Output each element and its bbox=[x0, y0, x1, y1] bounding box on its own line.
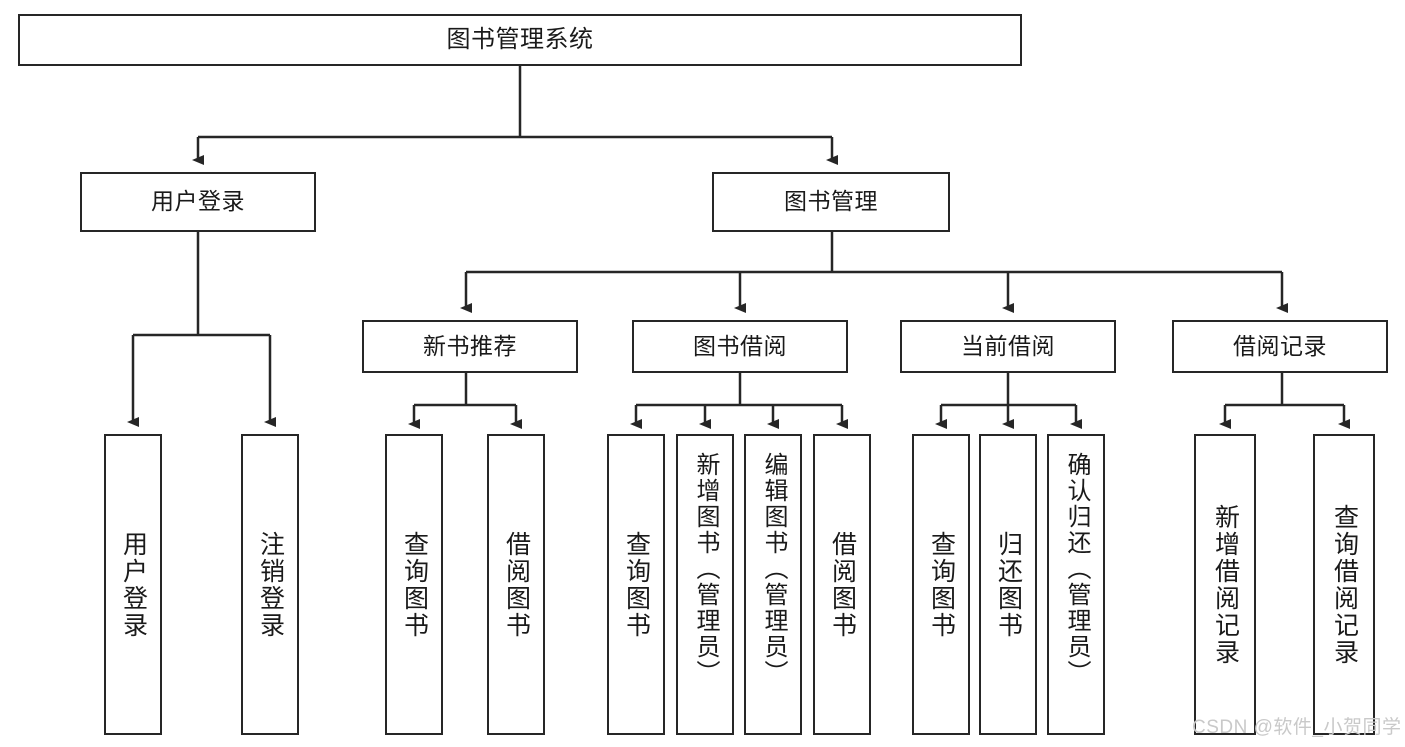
node-label: 查询图书 bbox=[927, 530, 956, 639]
node-label: 新书推荐 bbox=[423, 332, 517, 359]
node-current-borrowing[interactable]: 当前借阅 bbox=[900, 320, 1116, 373]
node-label: 借阅图书 bbox=[502, 530, 531, 639]
node-label: 查询借阅记录 bbox=[1330, 503, 1359, 666]
leaf-new-book-borrow-book[interactable]: 借阅图书 bbox=[487, 434, 545, 735]
node-label: 用户登录 bbox=[119, 530, 148, 639]
leaf-book-borrow-add-book-admin[interactable]: 新增图书（管理员） bbox=[676, 434, 734, 735]
node-label: 借阅图书 bbox=[828, 530, 857, 639]
leaf-current-borrow-confirm-return-admin[interactable]: 确认归还（管理员） bbox=[1047, 434, 1105, 735]
node-label: 确认归还（管理员） bbox=[1063, 452, 1090, 686]
node-label: 图书管理 bbox=[784, 188, 878, 215]
leaf-user-login-logout[interactable]: 注销登录 bbox=[241, 434, 299, 735]
node-label: 新增图书（管理员） bbox=[692, 452, 719, 686]
node-book-management[interactable]: 图书管理 bbox=[712, 172, 950, 232]
node-label: 图书管理系统 bbox=[446, 25, 594, 53]
node-label: 编辑图书（管理员） bbox=[760, 452, 787, 686]
node-label: 图书借阅 bbox=[693, 332, 787, 359]
leaf-book-borrow-edit-book-admin[interactable]: 编辑图书（管理员） bbox=[744, 434, 802, 735]
leaf-borrow-record-add-record[interactable]: 新增借阅记录 bbox=[1194, 434, 1256, 735]
node-borrowing-record[interactable]: 借阅记录 bbox=[1172, 320, 1388, 373]
leaf-book-borrow-borrow-book[interactable]: 借阅图书 bbox=[813, 434, 871, 735]
node-label: 用户登录 bbox=[151, 188, 245, 215]
node-label: 注销登录 bbox=[256, 530, 285, 639]
node-book-borrowing[interactable]: 图书借阅 bbox=[632, 320, 848, 373]
node-label: 查询图书 bbox=[622, 530, 651, 639]
node-label: 当前借阅 bbox=[961, 332, 1055, 359]
node-user-login[interactable]: 用户登录 bbox=[80, 172, 316, 232]
leaf-current-borrow-return-book[interactable]: 归还图书 bbox=[979, 434, 1037, 735]
csdn-watermark: CSDN @软件_小贺同学 bbox=[1192, 717, 1402, 738]
leaf-book-borrow-query-book[interactable]: 查询图书 bbox=[607, 434, 665, 735]
leaf-current-borrow-query-book[interactable]: 查询图书 bbox=[912, 434, 970, 735]
node-root-book-management-system[interactable]: 图书管理系统 bbox=[18, 14, 1022, 66]
node-label: 新增借阅记录 bbox=[1211, 503, 1240, 666]
node-label: 借阅记录 bbox=[1233, 332, 1327, 359]
leaf-new-book-query-book[interactable]: 查询图书 bbox=[385, 434, 443, 735]
leaf-user-login-login[interactable]: 用户登录 bbox=[104, 434, 162, 735]
node-label: 归还图书 bbox=[994, 530, 1023, 639]
node-new-book-recommendation[interactable]: 新书推荐 bbox=[362, 320, 578, 373]
leaf-borrow-record-query-record[interactable]: 查询借阅记录 bbox=[1313, 434, 1375, 735]
node-label: 查询图书 bbox=[400, 530, 429, 639]
